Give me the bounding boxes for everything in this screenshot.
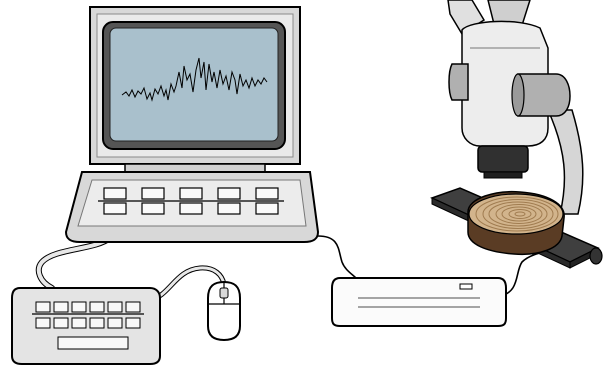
interface-cable [318,236,356,278]
stage-cable [500,252,548,296]
mouse [208,282,240,340]
microscope-arm [548,110,583,214]
focus-knob [518,74,570,116]
wood-disc-sample [468,192,564,255]
stage-crank [590,248,602,264]
interface-box [332,278,506,326]
keyboard [12,288,160,364]
microscope [448,0,583,214]
microscope-objective [478,146,528,172]
computer-base-unit [66,164,318,242]
computer-monitor [90,7,300,164]
